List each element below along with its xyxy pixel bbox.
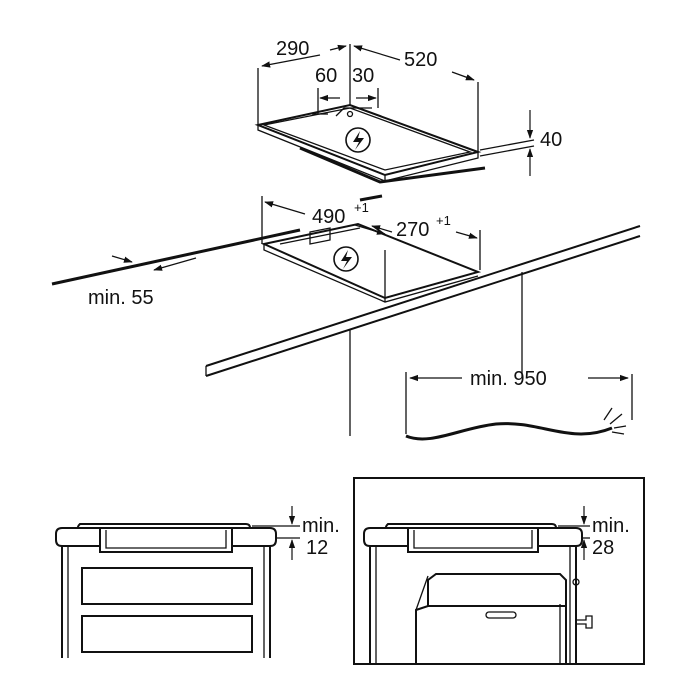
dimension-cutout-depth: 270 +1 [371,213,481,270]
oven-min-label: min. [592,515,630,537]
drawer-min-value: 12 [306,537,328,559]
cutout-power-icon [333,246,359,272]
offset-b-label: 30 [352,65,374,87]
dimension-drawer-min: min. 12 [252,506,340,560]
dimension-edge-min: min. 55 [88,255,197,309]
cutout-depth-label: 270 [396,219,429,241]
hob-power-icon [345,127,371,153]
height-label: 40 [540,129,562,151]
dimension-cutout-width: 490 +1 [261,196,386,244]
cutout-width-tolerance: +1 [354,200,369,215]
dimension-connection-offsets: 60 30 [315,65,379,114]
drawer-cabinet-section [55,523,277,658]
drawer-min-label: min. [302,515,340,537]
cutout-width-label: 490 [312,206,345,228]
oven-min-value: 28 [592,537,614,559]
dimension-oven-min: min. 28 [558,506,630,560]
offset-a-label: 60 [315,65,337,87]
oven-cabinet-section [353,477,645,665]
dimension-height: 40 [479,110,562,176]
dimension-depth: 290 [257,38,351,125]
edge-min-label: min. 55 [88,287,154,309]
cutout-depth-tolerance: +1 [436,213,451,228]
hob-unit [254,103,486,184]
depth-label: 290 [276,38,309,60]
dimension-cable-min: min. 950 [409,368,629,390]
worktop [51,194,641,436]
mains-cable [405,372,633,441]
oven [415,573,593,665]
dimension-width: 520 [353,45,479,152]
cable-min-label: min. 950 [470,368,547,390]
worktop-cutout [260,222,482,303]
width-label: 520 [404,49,437,71]
